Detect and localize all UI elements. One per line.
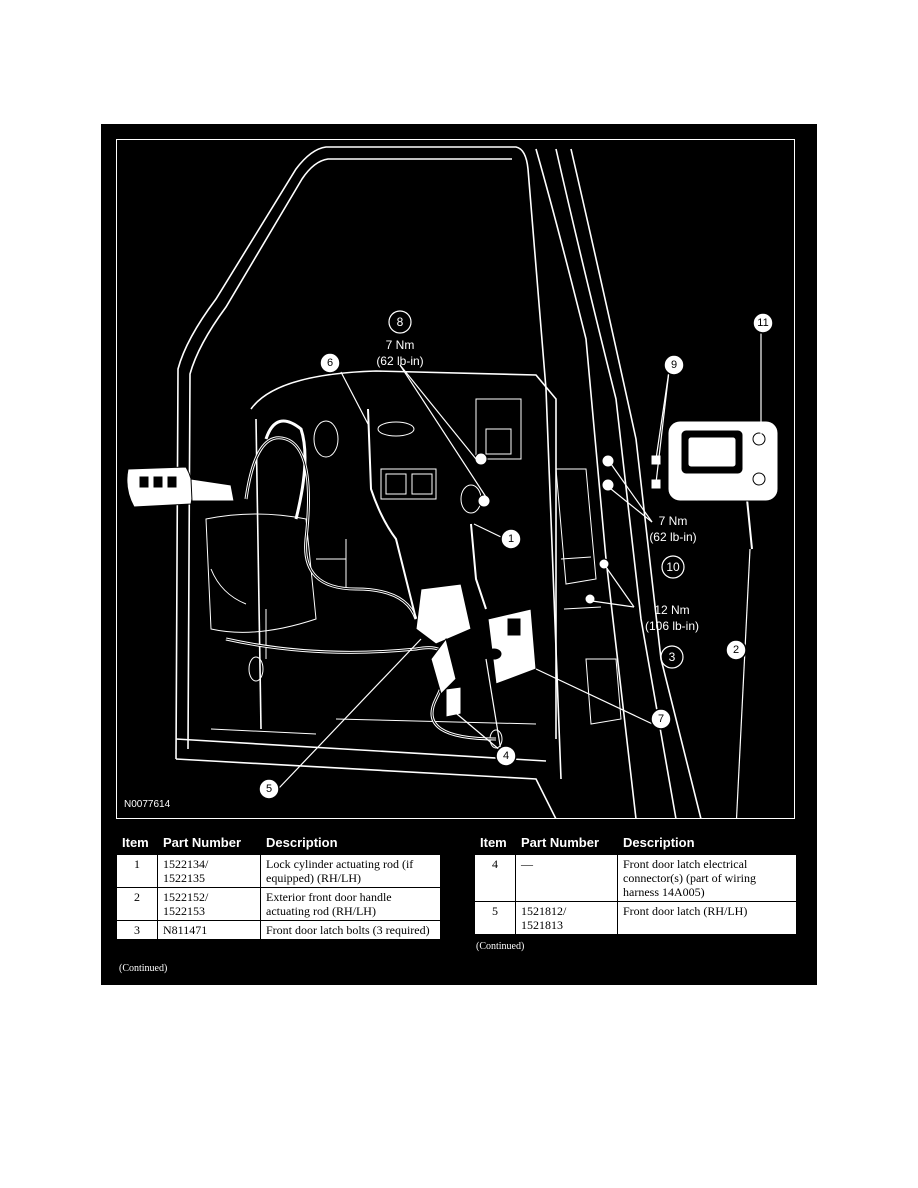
door-latch-assembly [415, 583, 537, 718]
cell-desc: Lock cylinder actuating rod (if equipped… [260, 854, 441, 888]
table-row: 2 1522152/ 1522153 Exterior front door h… [116, 887, 441, 921]
callout-bubble-7: 7 [650, 708, 672, 730]
cell-part: 1522152/ 1522153 [157, 887, 261, 921]
exterior-door-handle [126, 466, 235, 508]
cell-item: 1 [116, 854, 158, 888]
callout-number: 11 [757, 317, 768, 329]
cell-part: N811471 [157, 920, 261, 940]
continued-note-left: (Continued) [119, 963, 168, 974]
torque-3-lbin: (106 lb-in) [645, 619, 699, 633]
torque-10-lbin: (62 lb-in) [649, 530, 696, 544]
parts-table-right: Item Part Number Description 4 — Front d… [474, 832, 797, 935]
cell-desc: Exterior front door handle actuating rod… [260, 887, 441, 921]
parts-table-left: Item Part Number Description 1 1522134/ … [116, 832, 441, 940]
door-handle-bezel [667, 420, 779, 502]
door-inner-panel [205, 398, 622, 749]
leader-lines [278, 332, 762, 819]
callout-number: 2 [733, 644, 739, 656]
callout-bubble-3: 3 [660, 645, 684, 669]
header-item: Item [474, 832, 516, 855]
cell-item: 4 [474, 854, 516, 902]
callout-bubble-10: 10 [661, 555, 685, 579]
header-part-number: Part Number [515, 832, 618, 855]
callout-number: 4 [503, 750, 509, 762]
callout-number: 10 [666, 560, 680, 574]
cell-desc: Front door latch bolts (3 required) [260, 920, 441, 940]
torque-10-nm: 7 Nm [659, 514, 688, 528]
continued-note-right: (Continued) [476, 941, 525, 952]
cell-item: 3 [116, 920, 158, 940]
callout-number: 8 [397, 315, 404, 329]
callout-number: 7 [658, 713, 664, 725]
door-latch-diagram: 8 7 Nm (62 lb-in) 6 1 9 11 7 Nm (62 lb-i… [116, 139, 795, 819]
torque-3-nm: 12 Nm [654, 603, 689, 617]
callout-bubble-4: 4 [495, 745, 517, 767]
callout-bubble-1: 1 [500, 528, 522, 550]
callout-number: 6 [327, 357, 333, 369]
torque-8-nm: 7 Nm [386, 338, 415, 352]
callout-bubble-5: 5 [258, 778, 280, 800]
header-item: Item [116, 832, 158, 855]
cell-desc: Front door latch electrical connector(s)… [617, 854, 797, 902]
torque-8-lbin: (62 lb-in) [376, 354, 423, 368]
cell-item: 5 [474, 901, 516, 935]
table-row: 3 N811471 Front door latch bolts (3 requ… [116, 920, 441, 940]
cell-desc: Front door latch (RH/LH) [617, 901, 797, 935]
table-row: 5 1521812/ 1521813 Front door latch (RH/… [474, 901, 797, 935]
header-description: Description [260, 832, 441, 855]
table-row: 4 — Front door latch electrical connecto… [474, 854, 797, 902]
cell-part: — [515, 854, 618, 902]
cell-item: 2 [116, 887, 158, 921]
callout-number: 1 [508, 533, 514, 545]
door-outline [175, 146, 702, 819]
callout-number: 5 [266, 783, 272, 795]
actuating-rods [367, 408, 753, 620]
table-row: 1 1522134/ 1522135 Lock cylinder actuati… [116, 854, 441, 888]
header-part-number: Part Number [157, 832, 261, 855]
header-description: Description [617, 832, 797, 855]
callout-bubble-11: 11 [752, 312, 774, 334]
callout-number: 9 [671, 359, 677, 371]
callout-bubble-8: 8 [388, 310, 412, 334]
callout-bubble-2: 2 [725, 639, 747, 661]
callout-bubble-6: 6 [319, 352, 341, 374]
cell-part: 1522134/ 1522135 [157, 854, 261, 888]
callout-number: 3 [669, 650, 676, 664]
figure-code: N0077614 [124, 799, 171, 810]
callout-bubble-9: 9 [663, 354, 685, 376]
cell-part: 1521812/ 1521813 [515, 901, 618, 935]
